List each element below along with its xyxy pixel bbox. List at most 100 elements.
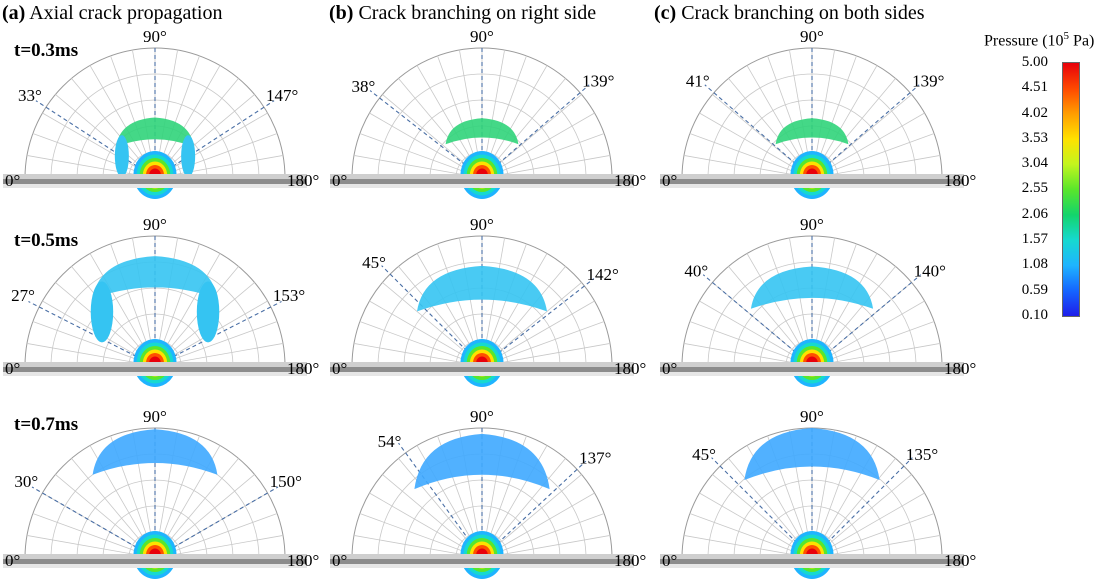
pipe xyxy=(3,372,307,376)
angle-label-top: 90° xyxy=(800,215,824,234)
polar-panel: 54° 137° 90° 0° 180° xyxy=(330,407,646,579)
angle-label-right: 135° xyxy=(906,445,938,464)
time-label-1: t=0.3ms xyxy=(14,40,79,61)
angle-label-end: 180° xyxy=(944,359,976,378)
angle-label-right: 142° xyxy=(586,265,618,284)
angle-label-zero: 0° xyxy=(662,551,677,570)
angle-label-zero: 0° xyxy=(332,359,347,378)
angle-label-right: 137° xyxy=(579,448,611,467)
angle-label-left: 45° xyxy=(692,445,716,464)
angle-label-end: 180° xyxy=(287,551,319,570)
pipe xyxy=(330,367,634,372)
dashed-ray-left xyxy=(28,301,156,367)
legend-value: 0.10 xyxy=(1021,306,1048,323)
legend-value: 3.04 xyxy=(1021,155,1048,172)
pipe xyxy=(660,174,964,179)
angle-label-zero: 0° xyxy=(5,551,20,570)
angle-label-left: 33° xyxy=(18,86,42,105)
dashed-ray-right xyxy=(154,100,275,179)
pipe xyxy=(660,372,964,376)
pressure-front xyxy=(92,429,218,475)
pipe xyxy=(330,362,634,367)
pipe xyxy=(330,559,634,564)
dashed-ray-left xyxy=(35,100,156,179)
polar-panel: 45°142°90°0°180° xyxy=(330,215,646,387)
dashed-ray-right xyxy=(154,486,279,559)
pipe xyxy=(660,554,964,559)
angle-label-zero: 0° xyxy=(5,171,20,190)
legend-value: 1.08 xyxy=(1021,256,1048,273)
legend-value: 2.55 xyxy=(1021,180,1048,197)
legend-value: 1.57 xyxy=(1021,231,1048,248)
legend-value: 4.51 xyxy=(1021,79,1048,96)
pipe xyxy=(660,179,964,184)
pressure-lobe xyxy=(181,135,196,178)
pressure-lobe xyxy=(114,135,129,178)
pipe xyxy=(3,362,307,367)
angle-label-left: 27° xyxy=(11,286,35,305)
angle-label-left: 38° xyxy=(352,77,376,96)
pipe xyxy=(330,564,634,568)
pressure-front xyxy=(92,256,218,299)
angle-label-zero: 0° xyxy=(5,359,20,378)
angle-label-right: 139° xyxy=(582,72,614,91)
pressure-front xyxy=(750,266,874,309)
dashed-ray-left xyxy=(31,486,156,559)
angle-label-zero: 0° xyxy=(332,171,347,190)
angle-label-right: 147° xyxy=(266,86,298,105)
pipe xyxy=(660,362,964,367)
legend-value: 2.06 xyxy=(1021,205,1048,222)
column-title-b: (b) Crack branching on right side xyxy=(329,2,597,24)
polar-panel: 40°140°90°0°180° xyxy=(660,215,976,387)
column-title-c: (c) Crack branching on both sides xyxy=(654,2,925,24)
angle-label-top: 90° xyxy=(470,407,494,426)
pipe xyxy=(660,559,964,564)
pipe xyxy=(3,184,307,188)
angle-label-top: 90° xyxy=(800,407,824,426)
pipe xyxy=(3,179,307,184)
legend-value: 4.02 xyxy=(1021,104,1048,121)
pipe xyxy=(3,564,307,568)
pressure-lobe xyxy=(90,281,114,343)
polar-panel: 38° 139° 90° 0° 180° xyxy=(330,27,646,199)
pressure-front xyxy=(414,433,550,490)
angle-label-end: 180° xyxy=(287,359,319,378)
angle-label-left: 30° xyxy=(14,472,38,491)
pressure-colorbar xyxy=(1062,62,1080,317)
pressure-lobe xyxy=(196,281,220,343)
legend-value: 0.59 xyxy=(1021,281,1048,298)
dashed-ray-right xyxy=(154,301,282,367)
pipe xyxy=(330,554,634,559)
angle-label-zero: 0° xyxy=(662,171,677,190)
angle-label-left: 40° xyxy=(684,261,708,280)
pipe xyxy=(660,184,964,188)
legend-title: Pressure (105 Pa) xyxy=(984,30,1095,50)
pressure-front xyxy=(775,118,849,145)
pressure-front xyxy=(417,265,547,312)
legend-value: 3.53 xyxy=(1021,129,1048,146)
angle-label-right: 140° xyxy=(914,261,946,280)
angle-label-top: 90° xyxy=(800,27,824,46)
angle-label-end: 180° xyxy=(944,551,976,570)
pressure-front xyxy=(445,118,519,145)
angle-label-left: 54° xyxy=(378,432,402,451)
pipe xyxy=(330,184,634,188)
angle-label-end: 180° xyxy=(614,551,646,570)
angle-label-top: 90° xyxy=(470,215,494,234)
angle-label-zero: 0° xyxy=(332,551,347,570)
pressure-front xyxy=(744,428,880,480)
angle-label-right: 153° xyxy=(273,286,305,305)
polar-panel: 33°147°90°0°180° xyxy=(3,27,319,199)
angle-label-top: 90° xyxy=(470,27,494,46)
pipe xyxy=(330,372,634,376)
time-label-3: t=0.7ms xyxy=(14,414,79,435)
pipe xyxy=(660,564,964,568)
pipe xyxy=(330,174,634,179)
angle-label-end: 180° xyxy=(944,171,976,190)
polar-panel: 45° 135° 90° 0° 180° xyxy=(660,407,976,579)
angle-label-top: 90° xyxy=(143,27,167,46)
pressure-front xyxy=(116,117,194,147)
polar-panel: 41°139°90°0°180° xyxy=(660,27,976,199)
pipe xyxy=(3,559,307,564)
angle-label-end: 180° xyxy=(614,171,646,190)
